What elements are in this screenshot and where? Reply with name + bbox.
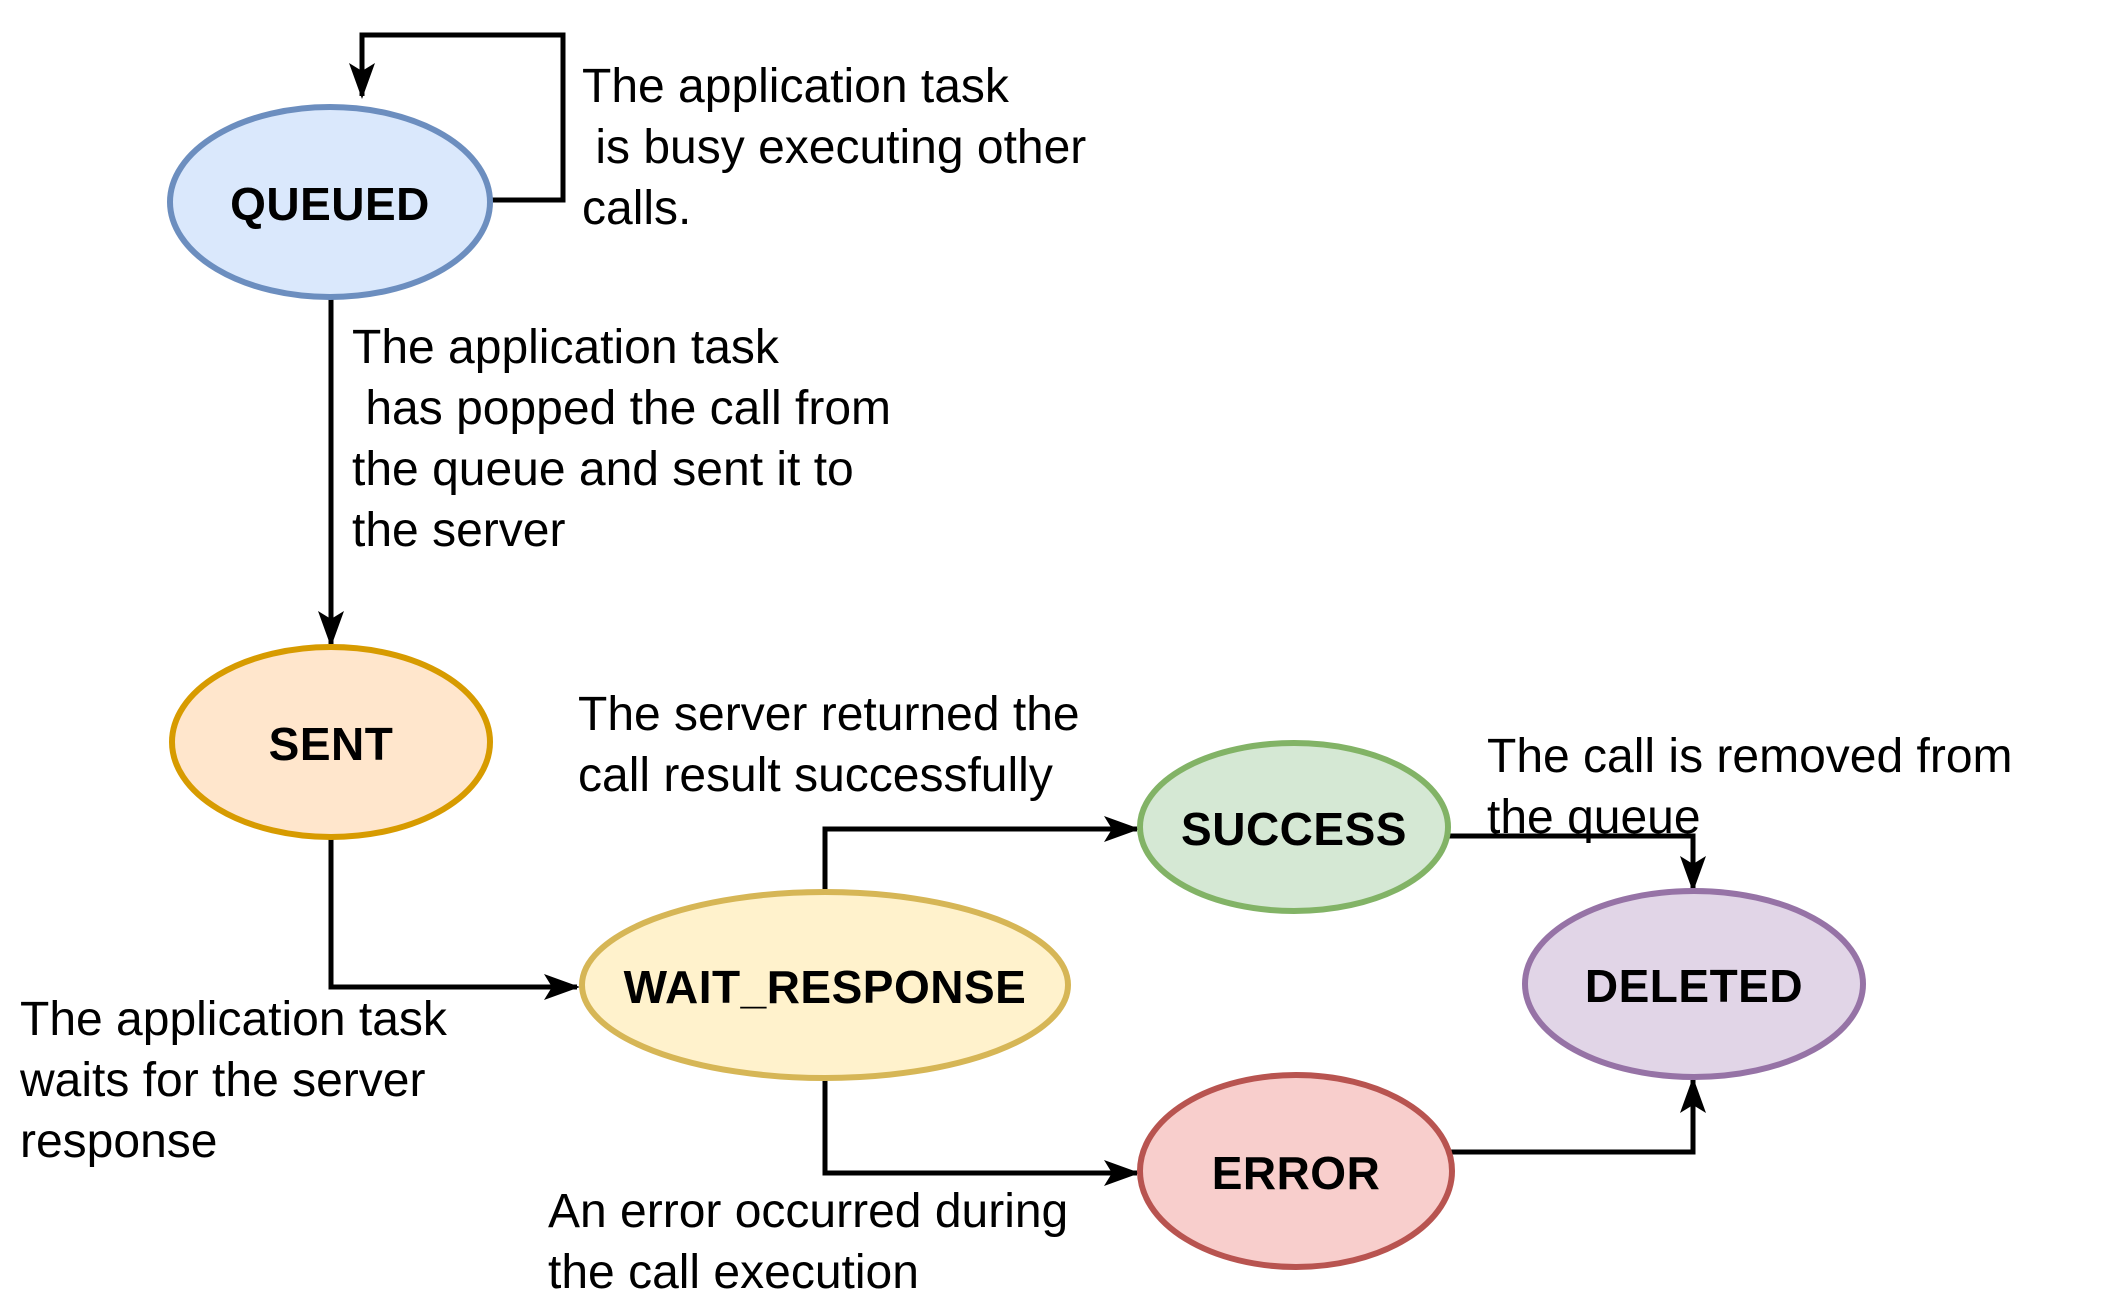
state-deleted	[1522, 888, 1866, 1080]
state-error	[1137, 1072, 1455, 1270]
edge-success-to-deleted	[1448, 833, 1706, 892]
edge-label-line: has popped the call from	[352, 382, 891, 435]
edge-label-queued-to-sent: The application task has popped the call…	[352, 317, 891, 561]
edge-label-line: The server returned the	[578, 688, 1080, 741]
state-success-label: SUCCESS	[1181, 803, 1407, 855]
edge-label-line: call result successfully	[578, 749, 1053, 802]
edge-label-line: The application task	[582, 60, 1009, 113]
edge-sent-to-wait-response	[328, 837, 580, 1000]
edge-queued-self	[349, 32, 566, 203]
edge-label-success-to-deleted: The call is removed from the queue	[1487, 726, 2013, 848]
state-queued	[167, 104, 493, 300]
edge-label-line: The call is removed from	[1487, 730, 2013, 783]
edge-label-sent-to-wait-response: The application task waits for the serve…	[20, 989, 447, 1172]
edge-label-line: is busy executing other	[582, 121, 1087, 174]
state-wait-response-label: WAIT_RESPONSE	[623, 961, 1027, 1013]
state-error-label: ERROR	[1211, 1147, 1381, 1199]
state-success	[1137, 740, 1451, 914]
edge-label-line: the server	[352, 504, 566, 557]
edge-wait-response-to-success	[822, 816, 1140, 892]
edge-wait-response-to-error	[822, 1078, 1140, 1186]
edge-error-to-deleted	[1450, 1077, 1706, 1155]
edge-label-line: An error occurred during	[548, 1185, 1069, 1238]
state-sent	[169, 644, 493, 840]
edge-label-queued-self: The application task is busy executing o…	[582, 56, 1086, 239]
edge-label-line: The application task	[20, 993, 447, 1046]
state-wait-response	[579, 889, 1071, 1081]
state-sent-label: SENT	[268, 718, 394, 770]
edge-label-line: The application task	[352, 321, 779, 374]
edge-label-line: the call execution	[548, 1246, 919, 1299]
edge-label-line: calls.	[582, 182, 692, 235]
edge-label-line: waits for the server	[20, 1054, 426, 1107]
edge-label-line: the queue and sent it to	[352, 443, 854, 496]
edge-label-wait-response-to-error: An error occurred during the call execut…	[548, 1181, 1068, 1303]
edge-label-line: response	[20, 1115, 218, 1168]
state-queued-label: QUEUED	[230, 178, 430, 230]
state-deleted-label: DELETED	[1584, 960, 1804, 1012]
edge-label-wait-response-to-success: The server returned the call result succ…	[578, 684, 1080, 806]
edge-label-line: the queue	[1487, 791, 1701, 844]
